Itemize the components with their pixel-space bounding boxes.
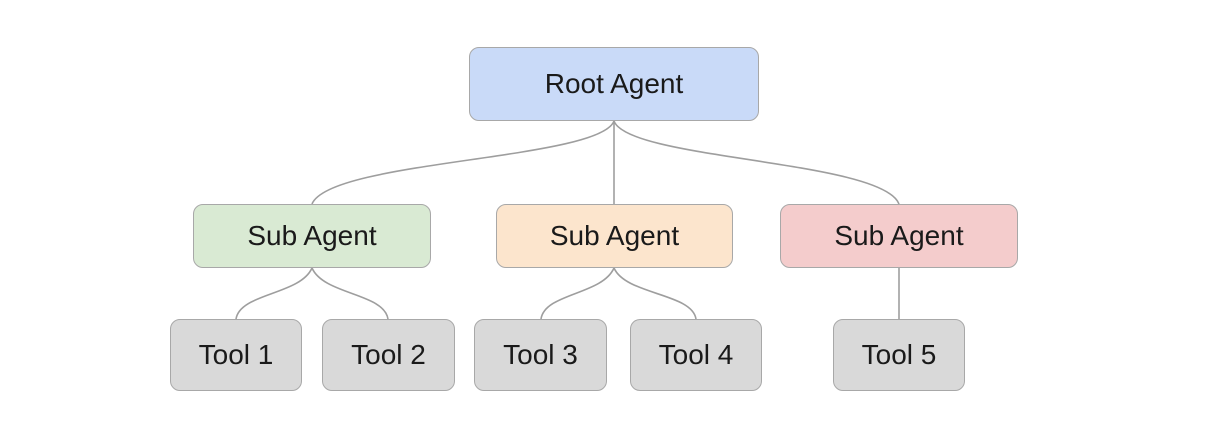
tool-node-1: Tool 1 (170, 319, 302, 391)
tool-node-2: Tool 2 (322, 319, 455, 391)
sub-agent-node-1: Sub Agent (193, 204, 431, 268)
connector-root-to-sub-agent-3 (613, 120, 900, 205)
connector-sub-agent-1-to-tool-2 (311, 267, 389, 320)
tool-1-label: Tool 1 (198, 339, 274, 370)
sub-agent-node-2: Sub Agent (496, 204, 733, 268)
sub-agent-1-label: Sub Agent (247, 220, 377, 251)
sub-agent-3-label: Sub Agent (834, 220, 964, 251)
connector-root-to-sub-agent-1 (311, 120, 615, 205)
root-agent-label: Root Agent (544, 68, 684, 99)
tool-5-label: Tool 5 (861, 339, 937, 370)
tool-2-label: Tool 2 (351, 339, 426, 370)
tool-node-3: Tool 3 (474, 319, 607, 391)
tool-4-label: Tool 4 (658, 339, 734, 370)
tool-3-label: Tool 3 (503, 339, 578, 370)
connector-sub-agent-2-to-tool-3 (540, 267, 615, 320)
root-agent-node: Root Agent (469, 47, 759, 121)
connector-sub-agent-1-to-tool-1 (235, 267, 313, 320)
sub-agent-2-label: Sub Agent (549, 220, 680, 251)
tool-node-4: Tool 4 (630, 319, 762, 391)
connector-sub-agent-2-to-tool-4 (613, 267, 697, 320)
sub-agent-node-3: Sub Agent (780, 204, 1018, 268)
tool-node-5: Tool 5 (833, 319, 965, 391)
